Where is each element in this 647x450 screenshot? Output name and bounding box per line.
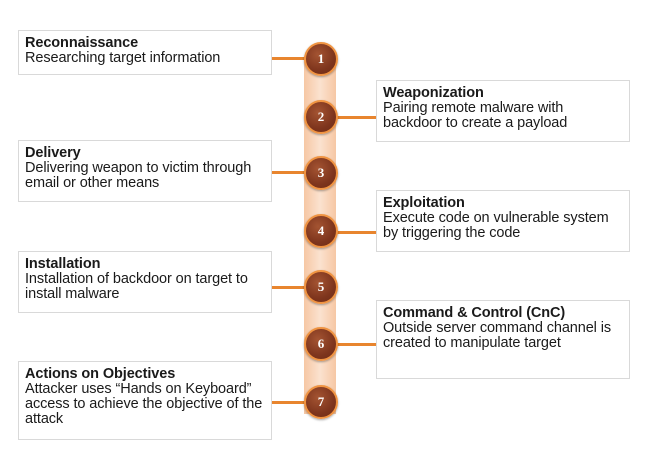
stage-1-connector (272, 57, 308, 60)
stage-3-box: Delivery Delivering weapon to victim thr… (18, 140, 272, 202)
stage-3-title: Delivery (25, 145, 81, 161)
stage-4-box: Exploitation Execute code on vulnerable … (376, 190, 630, 252)
stage-1-desc: Researching target information (25, 50, 221, 66)
stage-1-title: Reconnaissance (25, 35, 139, 51)
stage-3-connector (272, 171, 308, 174)
stage-6-connector (334, 343, 376, 346)
stage-5-title: Installation (25, 256, 101, 272)
stage-2-desc: Pairing remote malware with backdoor to … (383, 100, 568, 131)
stage-5-badge: 5 (304, 270, 338, 304)
stage-7-badge: 7 (304, 385, 338, 419)
stage-3-desc: Delivering weapon to victim through emai… (25, 160, 252, 191)
stage-3-badge: 3 (304, 156, 338, 190)
stage-6-desc: Outside server command channel is create… (383, 320, 611, 351)
stage-2-connector (334, 116, 376, 119)
stage-7-box: Actions on Objectives Attacker uses “Han… (18, 361, 272, 440)
stage-1-box: Reconnaissance Researching target inform… (18, 30, 272, 75)
stage-4-badge: 4 (304, 214, 338, 248)
stage-6-title: Command & Control (CnC) (383, 305, 566, 321)
stage-2-badge: 2 (304, 100, 338, 134)
stage-4-desc: Execute code on vulnerable system by tri… (383, 210, 609, 241)
stage-7-connector (272, 401, 308, 404)
stage-6-box: Command & Control (CnC) Outside server c… (376, 300, 630, 379)
stage-7-desc: Attacker uses “Hands on Keyboard” access… (25, 381, 263, 427)
stage-4-title: Exploitation (383, 195, 465, 211)
stage-1-badge: 1 (304, 42, 338, 76)
stage-2-box: Weaponization Pairing remote malware wit… (376, 80, 630, 142)
stage-5-box: Installation Installation of backdoor on… (18, 251, 272, 313)
stage-2-title: Weaponization (383, 85, 484, 101)
stage-4-connector (334, 231, 376, 234)
stage-5-connector (272, 286, 308, 289)
stage-7-title: Actions on Objectives (25, 366, 176, 382)
stage-6-badge: 6 (304, 327, 338, 361)
stage-5-desc: Installation of backdoor on target to in… (25, 271, 248, 302)
